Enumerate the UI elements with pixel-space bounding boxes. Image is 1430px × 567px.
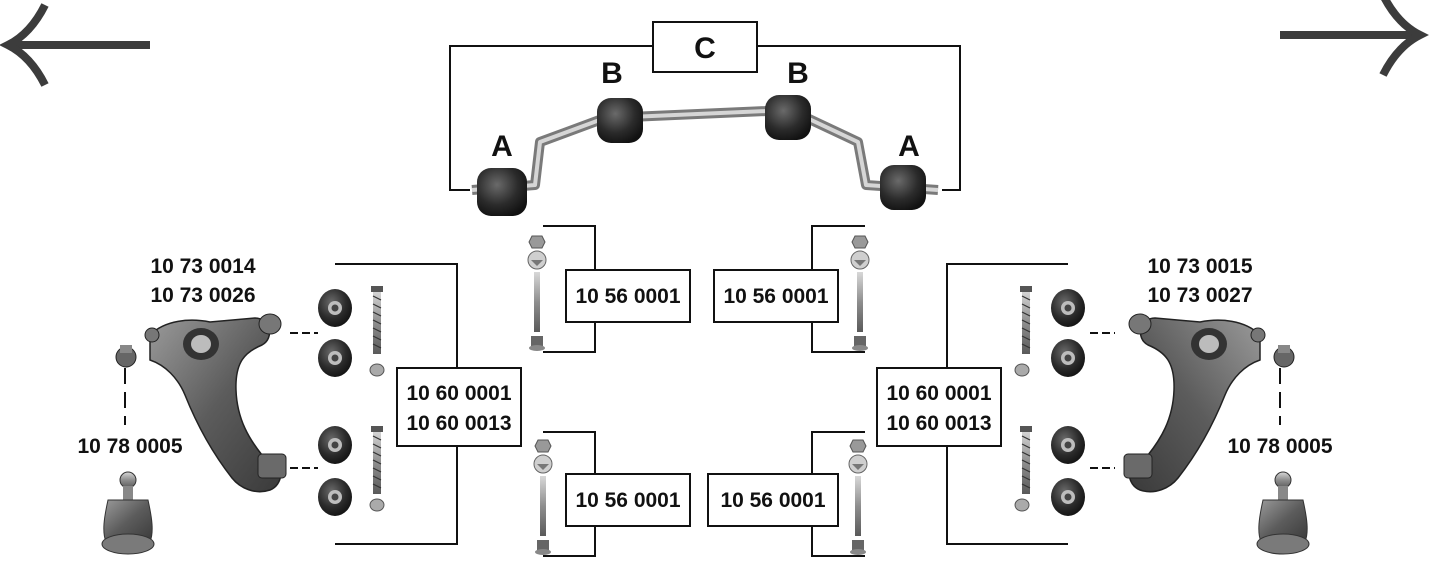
left-bushing-box: [396, 367, 522, 447]
right-ball-joint-label: 10 78 0005: [1227, 435, 1332, 458]
bolt-kit-label: 10 56 0001: [575, 489, 680, 512]
right-bushing-part-1: 10 60 0001: [886, 382, 991, 405]
right-ball-joint: [1256, 471, 1310, 555]
right-arm-part-1: 10 73 0015: [1147, 255, 1252, 278]
left-bushing-part-2: 10 60 0013: [406, 412, 511, 435]
label-b-right: B: [787, 57, 809, 90]
bolt-kit-upper-left: 10 56 0001: [527, 225, 691, 353]
left-control-arm-group: 10 73 0014 10 73 0026 10 78 0005 10 60 0…: [77, 255, 522, 555]
left-bushing-set: [318, 285, 385, 516]
bracket-c-right-line: [757, 45, 961, 191]
label-a-right: A: [898, 130, 920, 163]
stabilizer-bar-group: C B B A A: [449, 21, 961, 216]
left-control-arm: [115, 313, 287, 493]
right-bushing-set: [1014, 285, 1085, 516]
label-b-left: B: [601, 57, 623, 90]
bracket-c-left-line: [449, 45, 653, 191]
left-ball-joint-label: 10 78 0005: [77, 435, 182, 458]
bolt-kit-lower-right: 10 56 0001: [707, 431, 868, 557]
label-c-box: [652, 21, 758, 73]
label-a-left: A: [491, 130, 513, 163]
bolt-kit-upper-right: 10 56 0001: [713, 225, 870, 353]
bushing-a-right: [880, 165, 926, 210]
right-arm-part-2: 10 73 0027: [1147, 284, 1252, 307]
bolt-kit-label: 10 56 0001: [723, 285, 828, 308]
right-bushing-part-2: 10 60 0013: [886, 412, 991, 435]
right-control-arm-group: 10 73 0015 10 73 0027 10 78 0005 10 60 0…: [876, 255, 1333, 555]
left-bushing-part-1: 10 60 0001: [406, 382, 511, 405]
arrow-left-icon[interactable]: [0, 3, 150, 87]
bushing-a-left: [477, 168, 527, 216]
left-ball-joint: [101, 471, 155, 555]
bushing-b-left: [597, 98, 643, 143]
left-arm-part-1: 10 73 0014: [150, 255, 255, 278]
bolt-kit-lower-left: 10 56 0001: [533, 431, 691, 557]
bolt-kit-label: 10 56 0001: [575, 285, 680, 308]
label-c: C: [694, 32, 716, 65]
bushing-b-right: [765, 95, 811, 140]
stabilizer-bar: [471, 105, 939, 195]
right-control-arm: [1123, 313, 1295, 493]
left-arm-part-2: 10 73 0026: [150, 284, 255, 307]
arrow-right-icon[interactable]: [1280, 0, 1429, 77]
bolt-kit-label: 10 56 0001: [720, 489, 825, 512]
right-bushing-box: [876, 367, 1002, 447]
